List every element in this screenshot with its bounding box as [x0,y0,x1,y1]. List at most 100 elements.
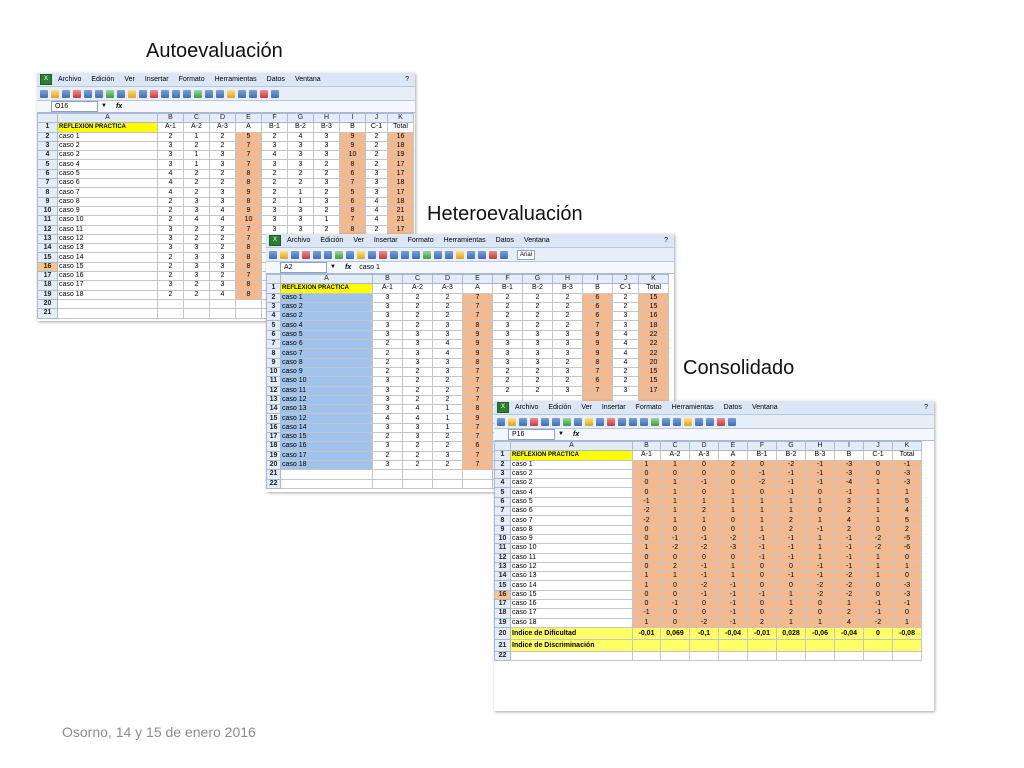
row-header[interactable]: 15 [494,580,511,591]
grid-cell[interactable]: 8 [235,280,262,291]
grid-cell[interactable]: caso 2 [57,150,158,161]
grid-cell[interactable]: -1 [718,589,748,601]
grid-cell[interactable]: 0 [805,608,835,619]
toolbar-button-icon[interactable] [467,250,475,259]
grid-cell[interactable]: 2 [522,320,553,331]
grid-cell[interactable]: 2 [313,205,340,217]
row-header[interactable]: 10 [266,366,281,378]
grid-cell[interactable] [632,650,661,662]
grid-cell[interactable]: caso 12 [280,394,373,406]
grid-cell[interactable]: 4 [834,515,864,526]
row-header[interactable]: 16 [37,261,58,273]
grid-cell[interactable]: 0 [718,515,748,526]
grid-cell[interactable]: 3 [287,150,314,161]
grid-cell[interactable]: 4 [612,329,639,341]
column-header[interactable]: E [718,440,748,452]
menu-item[interactable]: Herramientas [443,237,486,244]
header-cell[interactable]: B-2 [287,122,314,133]
grid-cell[interactable]: 3 [365,178,388,189]
grid-cell[interactable]: 10 [235,215,262,226]
grid-cell[interactable] [372,478,403,489]
grid-cell[interactable]: 4 [365,205,388,217]
grid-cell[interactable]: 1 [776,506,806,517]
grid-cell[interactable]: 1 [660,506,690,517]
grid-cell[interactable]: 2 [552,376,583,387]
grid-cell[interactable]: 4 [157,178,184,189]
grid-cell[interactable] [510,650,633,662]
menu-item[interactable]: Ventana [523,237,550,244]
grid-cell[interactable]: 3 [612,311,639,322]
grid-cell[interactable]: 0 [892,571,922,582]
column-header[interactable]: F [261,112,288,124]
grid-cell[interactable]: -2 [805,580,835,591]
grid-cell[interactable]: 8 [235,178,262,189]
grid-cell[interactable]: 2 [261,196,288,207]
toolbar-button-icon[interactable] [607,417,615,426]
toolbar-button-icon[interactable] [291,250,299,259]
grid-cell[interactable]: 2 [365,131,388,142]
column-header[interactable]: F [492,273,523,285]
row-header[interactable]: 1 [37,122,58,133]
grid-cell[interactable]: 1 [632,571,661,582]
toolbar-button-icon[interactable] [205,89,213,98]
grid-cell[interactable]: caso 9 [280,366,373,378]
row-header[interactable]: 16 [266,422,281,434]
grid-cell[interactable]: 0 [863,524,893,535]
grid-cell[interactable]: 2 [261,187,288,198]
grid-cell[interactable]: 2 [183,140,210,152]
grid-cell[interactable]: 3 [287,140,314,152]
grid-cell[interactable]: 4 [432,339,463,350]
grid-cell[interactable]: 1 [863,515,893,526]
menu-item[interactable]: Archivo [287,237,311,244]
grid-cell[interactable]: 2 [157,261,184,273]
grid-cell[interactable]: -2 [834,580,864,591]
grid-cell[interactable]: 2 [183,224,210,235]
grid-cell[interactable]: 3 [157,243,184,254]
grid-cell[interactable]: 3 [492,339,523,350]
column-header[interactable]: H [805,440,835,452]
column-header[interactable]: J [612,273,639,285]
toolbar-button-icon[interactable] [445,250,453,259]
grid-cell[interactable]: 3 [261,215,288,226]
header-cell[interactable]: A-1 [372,283,403,294]
grid-cell[interactable]: -2 [747,478,777,489]
grid-cell[interactable]: 9 [582,339,613,350]
grid-cell[interactable]: -3 [892,580,922,591]
header-cell[interactable]: A-2 [402,283,433,294]
row-header[interactable]: 8 [37,187,58,198]
grid-cell[interactable] [834,650,864,662]
grid-cell[interactable]: -2 [632,506,661,517]
grid-cell[interactable]: 2 [522,376,553,387]
grid-cell[interactable]: 4 [432,348,463,359]
grid-cell[interactable]: 0 [805,506,835,517]
grid-cell[interactable]: 1 [776,496,806,508]
grid-cell[interactable]: 16 [638,311,669,322]
grid-cell[interactable]: 1 [660,571,690,582]
grid-cell[interactable]: 1 [660,515,690,526]
row-header[interactable]: 21 [494,638,511,652]
summary-cell[interactable]: -0,08 [892,626,922,640]
grid-cell[interactable] [718,650,748,662]
menu-item[interactable]: Archivo [515,404,539,411]
grid-cell[interactable] [235,308,262,319]
grid-cell[interactable]: -1 [660,599,690,610]
grid-cell[interactable]: caso 2 [510,468,633,480]
grid-cell[interactable]: 4 [287,131,314,142]
grid-cell[interactable]: 4 [365,196,388,207]
grid-cell[interactable]: 2 [402,366,433,378]
menu-item[interactable]: Datos [723,404,742,411]
grid-cell[interactable]: 0 [776,561,806,573]
menu-item[interactable]: Formato [635,404,662,411]
grid-cell[interactable]: 3 [157,280,184,291]
grid-cell[interactable]: 1 [863,487,893,498]
grid-cell[interactable]: 0 [747,608,777,619]
grid-cell[interactable]: 3 [372,376,403,387]
menu-item[interactable]: Edición [548,404,572,411]
grid-cell[interactable]: 1 [863,478,893,489]
grid-cell[interactable]: -2 [863,543,893,554]
toolbar-button-icon[interactable] [194,89,202,98]
grid-cell[interactable]: caso 1 [57,131,158,142]
grid-cell[interactable]: 2 [372,348,403,359]
grid-cell[interactable]: 3 [552,329,583,341]
grid-cell[interactable]: 2 [183,178,210,189]
